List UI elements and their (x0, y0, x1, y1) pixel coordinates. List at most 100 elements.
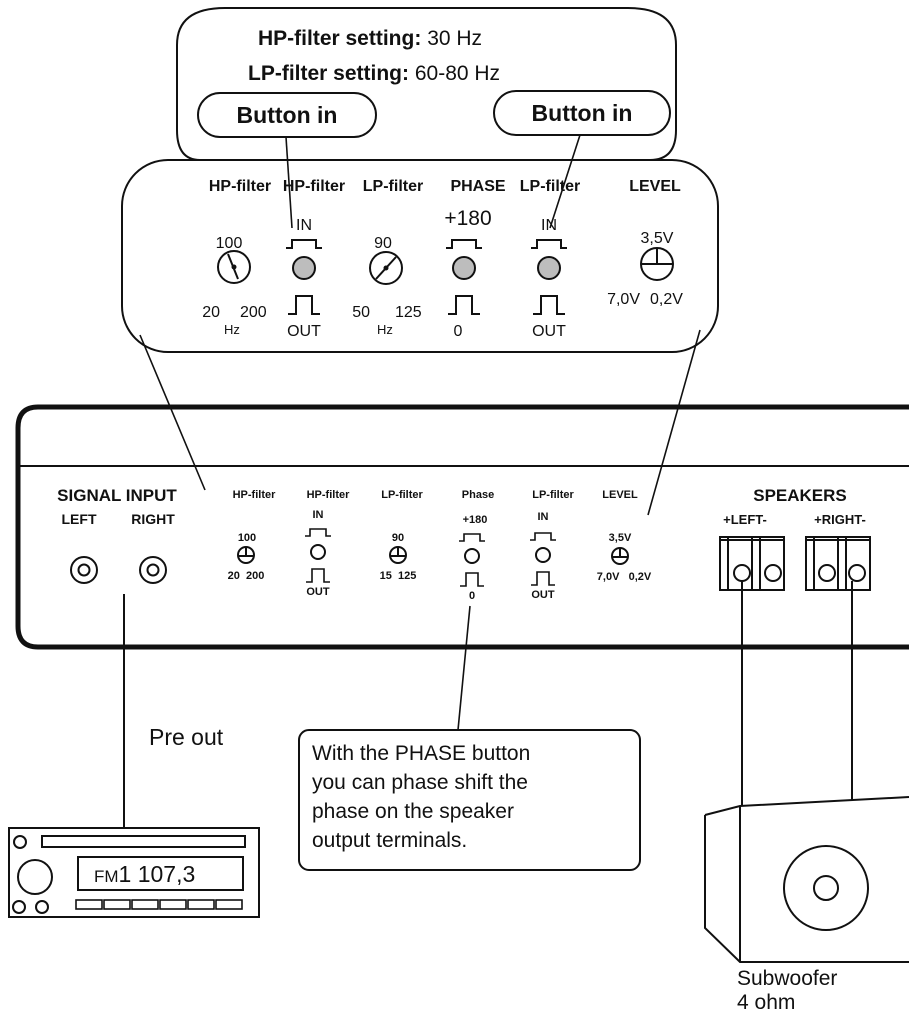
svg-text:HP-filter setting: 30 Hz: HP-filter setting: 30 Hz (258, 27, 482, 50)
zoom-hp-knob-top: 100 (216, 235, 243, 252)
radio-preset-2[interactable] (103, 899, 131, 910)
amp-phase-0-symbol (460, 572, 484, 587)
zoom-lp-switch-button (537, 256, 561, 280)
zoom-lp-switch-out: OUT (532, 323, 566, 340)
phase-note: With the PHASE button you can phase shif… (298, 729, 641, 871)
amp-lp-knob-range: 15 125 (380, 570, 417, 582)
button-in-right-label: Button in (532, 100, 633, 126)
zoom-lp-switch-in: IN (541, 217, 557, 234)
subwoofer-enclosure (704, 796, 909, 963)
phase-note-line1: With the PHASE button (312, 742, 530, 765)
head-unit-radio: FM1 107,3 (8, 827, 260, 918)
amp-lp-out-symbol (531, 571, 555, 586)
speaker-terminal-left[interactable] (719, 536, 785, 591)
zoom-panel: HP-filter HP-filter LP-filter PHASE LP-f… (121, 159, 719, 353)
amp-lp-in-symbol (530, 532, 556, 541)
amp-lp-switch-button[interactable] (535, 547, 551, 563)
amp-hp-filter-label: HP-filter (233, 489, 277, 501)
zoom-level-knob (640, 247, 674, 281)
svg-text:FM1 107,3: FM1 107,3 (94, 861, 195, 887)
lp-setting-value: 60-80 Hz (415, 62, 500, 85)
speakers-right-label: +RIGHT- (814, 512, 866, 527)
amp-lp-switch-label: LP-filter (532, 489, 574, 501)
radio-small-button-2[interactable] (35, 900, 49, 914)
rca-right-jack[interactable] (139, 556, 167, 584)
zoom-phase-top: +180 (444, 207, 491, 230)
button-in-right-bubble (493, 90, 671, 136)
zoom-hp-in-symbol (286, 239, 322, 249)
amp-hp-switch-out: OUT (306, 586, 330, 598)
zoom-col-hp-switch: HP-filter (283, 178, 345, 195)
zoom-level-min: 7,0V (607, 291, 640, 308)
radio-small-button-1[interactable] (12, 900, 26, 914)
amp-hp-knob-range: 20 200 (228, 570, 265, 582)
rca-left-jack[interactable] (70, 556, 98, 584)
radio-display-frequency: 1 107,3 (119, 861, 196, 887)
zoom-col-level: LEVEL (629, 178, 681, 195)
radio-preset-buttons (75, 899, 243, 910)
amp-hp-switch-button[interactable] (310, 544, 326, 560)
zoom-lp-knob-top: 90 (374, 235, 392, 252)
radio-preset-6[interactable] (215, 899, 243, 910)
amp-hp-switch-in: IN (313, 509, 324, 521)
phase-note-line4: output terminals. (312, 829, 467, 852)
amp-level-top: 3,5V (609, 532, 632, 544)
amp-lp-knob[interactable] (389, 546, 407, 564)
hp-setting-value: 30 Hz (427, 27, 482, 50)
amp-hp-in-symbol (305, 528, 331, 537)
signal-input-left-label: LEFT (62, 511, 97, 527)
zoom-hp-knob-min: 20 (202, 304, 220, 321)
amp-hp-out-symbol (306, 568, 330, 583)
subwoofer-impedance: 4 ohm (737, 991, 795, 1013)
zoom-lp-out-symbol (533, 295, 565, 315)
amplifier-outline (15, 404, 909, 650)
zoom-level-top: 3,5V (641, 230, 674, 247)
amp-phase-button[interactable] (464, 548, 480, 564)
amp-level-knob[interactable] (611, 547, 629, 565)
radio-preset-1[interactable] (75, 899, 103, 910)
amp-level-range: 7,0V 0,2V (597, 571, 652, 583)
amp-phase-label: Phase (462, 489, 494, 501)
svg-text:LP-filter setting: 60-80: LP-filter setting: 60-80 Hz (248, 62, 500, 85)
signal-input-title: SIGNAL INPUT (57, 486, 177, 505)
amp-phase-bottom: 0 (469, 590, 475, 602)
radio-display (77, 856, 244, 891)
zoom-phase-bottom: 0 (454, 323, 463, 340)
zoom-hp-out-symbol (288, 295, 320, 315)
radio-preset-3[interactable] (131, 899, 159, 910)
zoom-lp-in-symbol (531, 239, 567, 249)
subwoofer-cone (783, 845, 869, 931)
zoom-hp-knob-unit: Hz (224, 322, 240, 337)
radio-body (8, 827, 260, 918)
amp-hp-switch-label: HP-filter (307, 489, 351, 501)
amp-lp-knob-top: 90 (392, 532, 404, 544)
zoom-lp-knob-unit: Hz (377, 322, 393, 337)
button-in-left-label: Button in (237, 102, 338, 128)
radio-preset-4[interactable] (159, 899, 187, 910)
speaker-terminal-right[interactable] (805, 536, 871, 591)
amp-lp-switch-in: IN (538, 511, 549, 523)
zoom-hp-switch-out: OUT (287, 323, 321, 340)
amp-hp-knob-top: 100 (238, 532, 256, 544)
zoom-level-max: 0,2V (650, 291, 683, 308)
speakers-title: SPEAKERS (753, 486, 847, 505)
radio-cd-slot (41, 835, 246, 848)
amp-lp-filter-label: LP-filter (381, 489, 423, 501)
amp-hp-knob[interactable] (237, 546, 255, 564)
radio-display-band: FM (94, 867, 119, 886)
amp-level-label: LEVEL (602, 489, 638, 501)
hp-setting-label: HP-filter setting: (258, 27, 421, 50)
speakers-left-label: +LEFT- (723, 512, 767, 527)
zoom-phase-button (452, 256, 476, 280)
zoom-phase-180-symbol (446, 239, 482, 249)
button-in-left-bubble (197, 92, 377, 138)
phase-note-pointer (457, 605, 471, 731)
radio-eject-icon[interactable] (13, 835, 27, 849)
zoom-hp-knob (217, 250, 251, 284)
zoom-phase-0-symbol (448, 295, 480, 315)
zoom-col-lp-switch: LP-filter (520, 178, 580, 195)
radio-volume-knob[interactable] (17, 859, 53, 895)
radio-preset-5[interactable] (187, 899, 215, 910)
amp-phase-top: +180 (463, 514, 488, 526)
